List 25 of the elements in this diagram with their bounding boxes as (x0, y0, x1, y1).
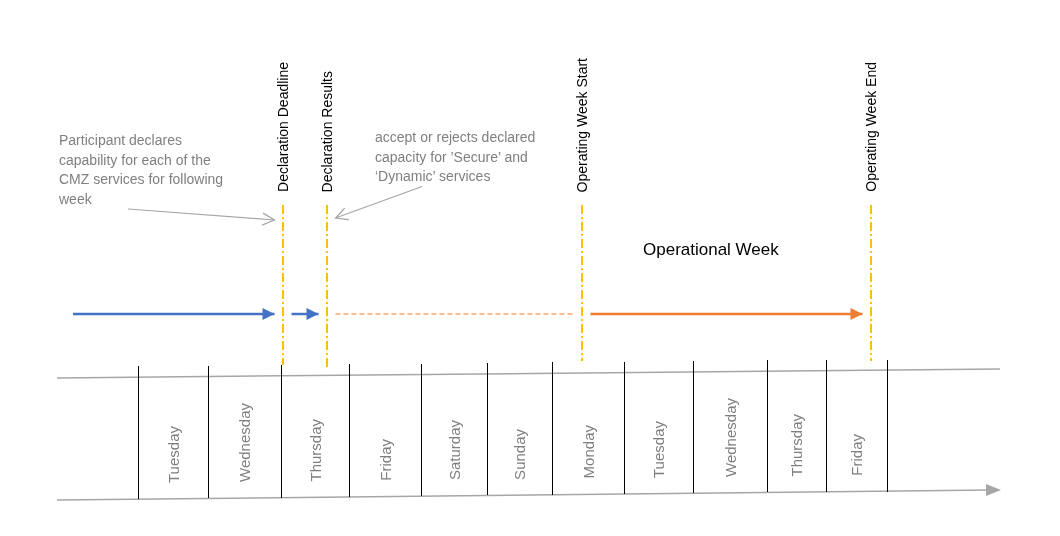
milestone-label: Declaration Deadline (274, 62, 292, 192)
day-label: Sunday (511, 428, 529, 480)
day-column (826, 359, 888, 492)
day-label: Thursday (306, 419, 325, 482)
day-label: Saturday (445, 420, 464, 481)
timeline-arrow (291, 308, 319, 320)
milestone-label: Operating Week End (862, 62, 880, 192)
leader-arrow (334, 185, 423, 221)
day-label: Monday (579, 425, 598, 479)
milestone-label: Declaration Results (318, 70, 336, 192)
timeline-arrow (73, 308, 275, 320)
day-label: Wednesday (721, 398, 740, 478)
day-label: Tuesday (164, 426, 183, 484)
timeline-arrow (590, 308, 863, 320)
day-label: Tuesday (650, 421, 668, 478)
leader-arrow (127, 208, 276, 226)
day-label: Friday (376, 439, 395, 481)
dashed-line (334, 313, 575, 315)
day-label: Wednesday (236, 403, 254, 483)
day-label: Thursday (788, 413, 806, 477)
day-label: Friday (848, 434, 866, 476)
callout-text: accept or rejects declared capacity for ’Secure’ and ‘Dynamic’ services (375, 128, 540, 187)
callout-text: Participant declares capability for each of the CMZ services for following week (59, 131, 237, 209)
edge-label: Operational Week (643, 240, 779, 260)
milestone-label: Operating Week Start (573, 57, 591, 192)
